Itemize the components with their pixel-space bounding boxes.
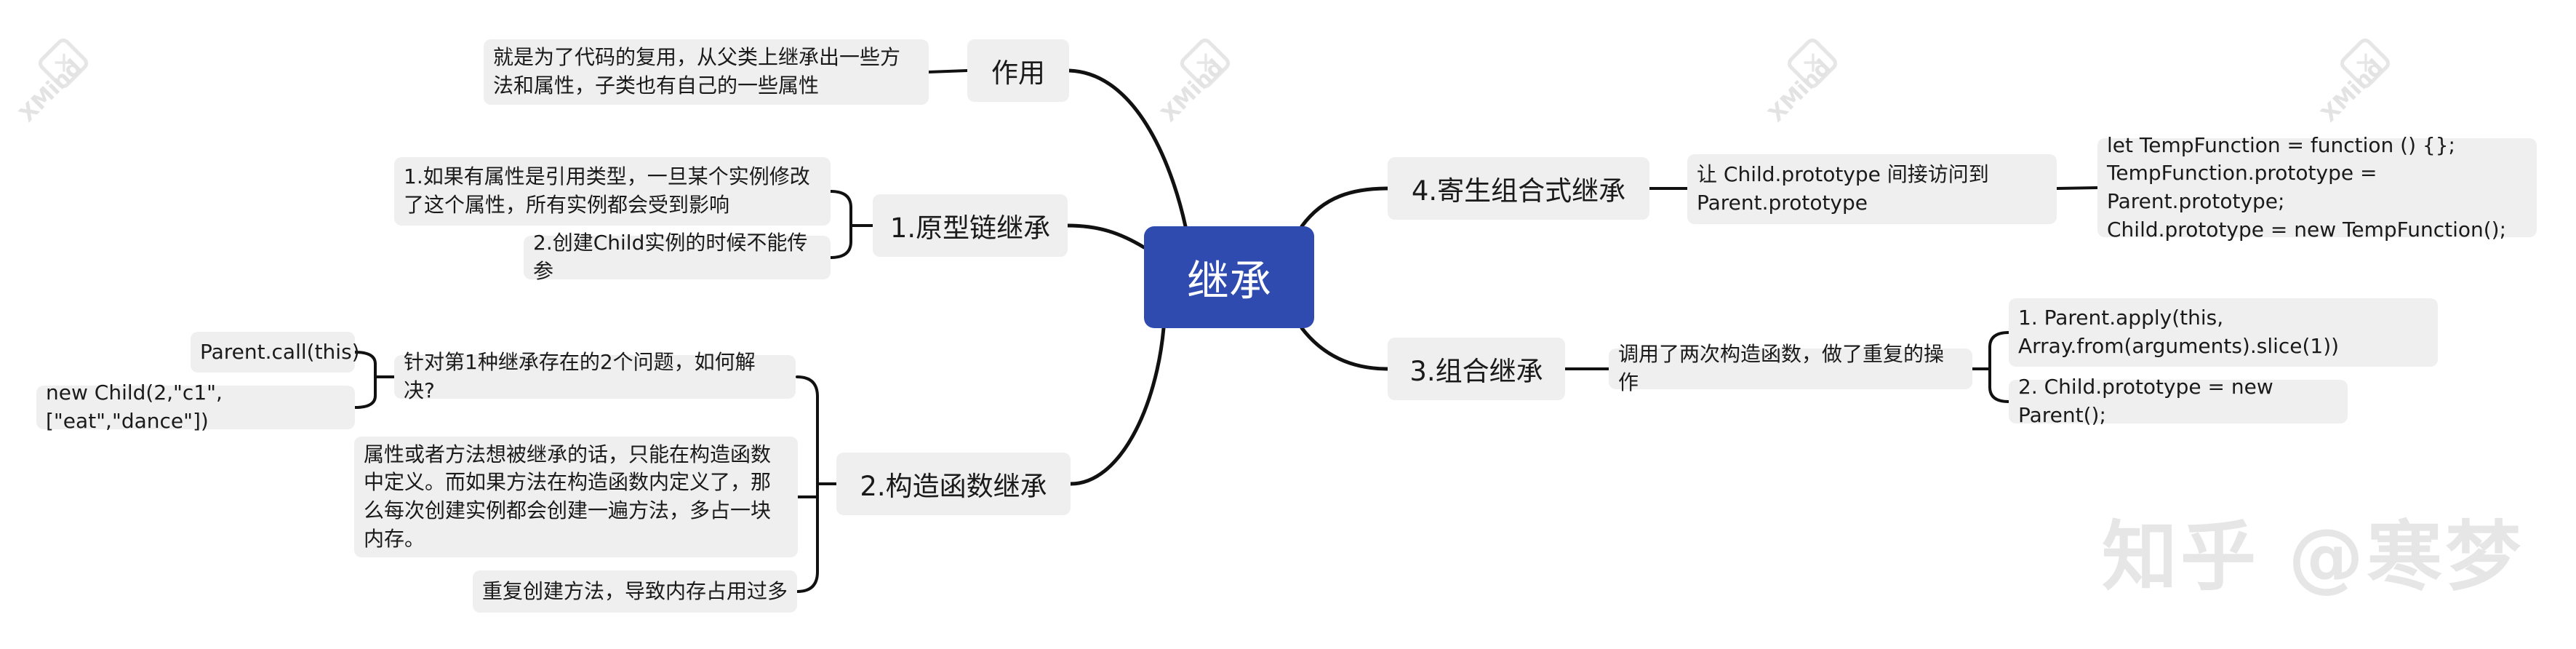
topic-constructor[interactable]: 2.构造函数继承 bbox=[836, 453, 1071, 515]
center-topic[interactable]: 继承 bbox=[1144, 226, 1314, 328]
connector-center-constructor bbox=[1068, 326, 1166, 486]
connector-center-prototype bbox=[1065, 223, 1146, 250]
topic-parasitic[interactable]: 4.寄生组合式继承 bbox=[1388, 157, 1649, 220]
prototype-chain-issue-1: 1.如果有属性是引用类型，一旦某个实例修改了这个属性，所有实例都会受到影响 bbox=[394, 157, 831, 226]
combination-note: 调用了两次构造函数，做了重复的操作 bbox=[1609, 342, 1972, 394]
connector-center-parasitic bbox=[1300, 186, 1390, 228]
connector-question-bracket bbox=[353, 351, 377, 409]
topic-role[interactable]: 作用 bbox=[967, 39, 1069, 102]
constructor-issue-2: 重复创建方法，导致内存占用过多 bbox=[473, 570, 797, 613]
role-note: 就是为了代码的复用，从父类上继承出一些方法和属性，子类也有自己的一些属性 bbox=[484, 39, 929, 105]
connector-role-note bbox=[927, 69, 969, 73]
connector-combination-bracket bbox=[1988, 331, 2010, 403]
topic-combination[interactable]: 3.组合继承 bbox=[1388, 338, 1565, 400]
constructor-issue-1: 属性或者方法想被继承的话，只能在构造函数中定义。而如果方法在构造函数内定义了，那… bbox=[354, 437, 798, 557]
parasitic-code: let TempFunction = function () {}; TempF… bbox=[2097, 133, 2537, 242]
connector-center-role bbox=[1067, 68, 1188, 228]
zhihu-watermark: 知乎 @寒梦 bbox=[2102, 512, 2524, 601]
combination-step-2: 2. Child.prototype = new Parent(); bbox=[2009, 375, 2348, 427]
connector-constructor-bracket bbox=[796, 375, 819, 593]
prototype-chain-issue-2: 2.创建Child实例的时候不能传参 bbox=[524, 231, 831, 283]
topic-prototype-chain[interactable]: 1.原型链继承 bbox=[873, 194, 1068, 257]
constructor-answer-2: new Child(2,"c1",["eat","dance"]) bbox=[36, 381, 355, 433]
connector-center-combination bbox=[1300, 326, 1390, 371]
constructor-question: 针对第1种继承存在的2个问题，如何解决? bbox=[394, 350, 796, 402]
constructor-answer-1: Parent.call(this) bbox=[191, 332, 360, 373]
parasitic-note: 让 Child.prototype 间接访问到 Parent.prototype bbox=[1687, 154, 2057, 224]
combination-step-1: 1. Parent.apply(this, Array.from(argumen… bbox=[2009, 298, 2438, 367]
connector-prototype-bracket bbox=[829, 190, 852, 259]
